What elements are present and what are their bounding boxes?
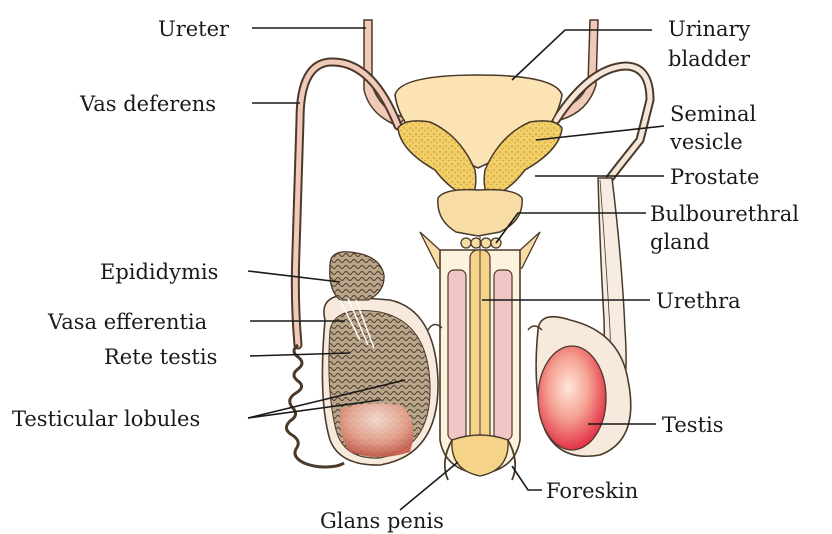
label-vasa-efferentia: Vasa efferentia <box>47 310 207 334</box>
label-foreskin: Foreskin <box>546 479 638 503</box>
glans-penis <box>452 435 508 476</box>
prostate-gland <box>438 190 522 236</box>
epididymis <box>330 252 384 300</box>
left-testis-section <box>322 252 442 465</box>
label-vas-deferens: Vas deferens <box>79 92 216 116</box>
label-urethra: Urethra <box>656 289 741 313</box>
testis-body <box>538 346 606 450</box>
label-rete-testis: Rete testis <box>104 345 217 369</box>
label-testis: Testis <box>662 413 724 437</box>
label-ureter: Ureter <box>158 17 230 41</box>
label-bulbourethral-line1: Bulbourethral <box>650 202 799 226</box>
label-epididymis: Epididymis <box>100 260 218 284</box>
label-seminal-vesicle-line1: Seminal <box>670 102 756 126</box>
label-seminal-vesicle-line2: vesicle <box>669 130 743 154</box>
label-glans-penis: Glans penis <box>320 509 444 533</box>
label-prostate: Prostate <box>670 165 759 189</box>
penis <box>420 232 540 480</box>
right-testis <box>528 178 631 456</box>
label-urinary-bladder-line2: bladder <box>668 47 751 71</box>
label-testicular-lobules: Testicular lobules <box>12 407 200 431</box>
label-urinary-bladder-line1: Urinary <box>668 17 751 41</box>
vas-deferens-right <box>556 66 650 178</box>
label-bulbourethral-line2: gland <box>650 230 710 254</box>
bulbourethral-glands <box>461 238 501 248</box>
